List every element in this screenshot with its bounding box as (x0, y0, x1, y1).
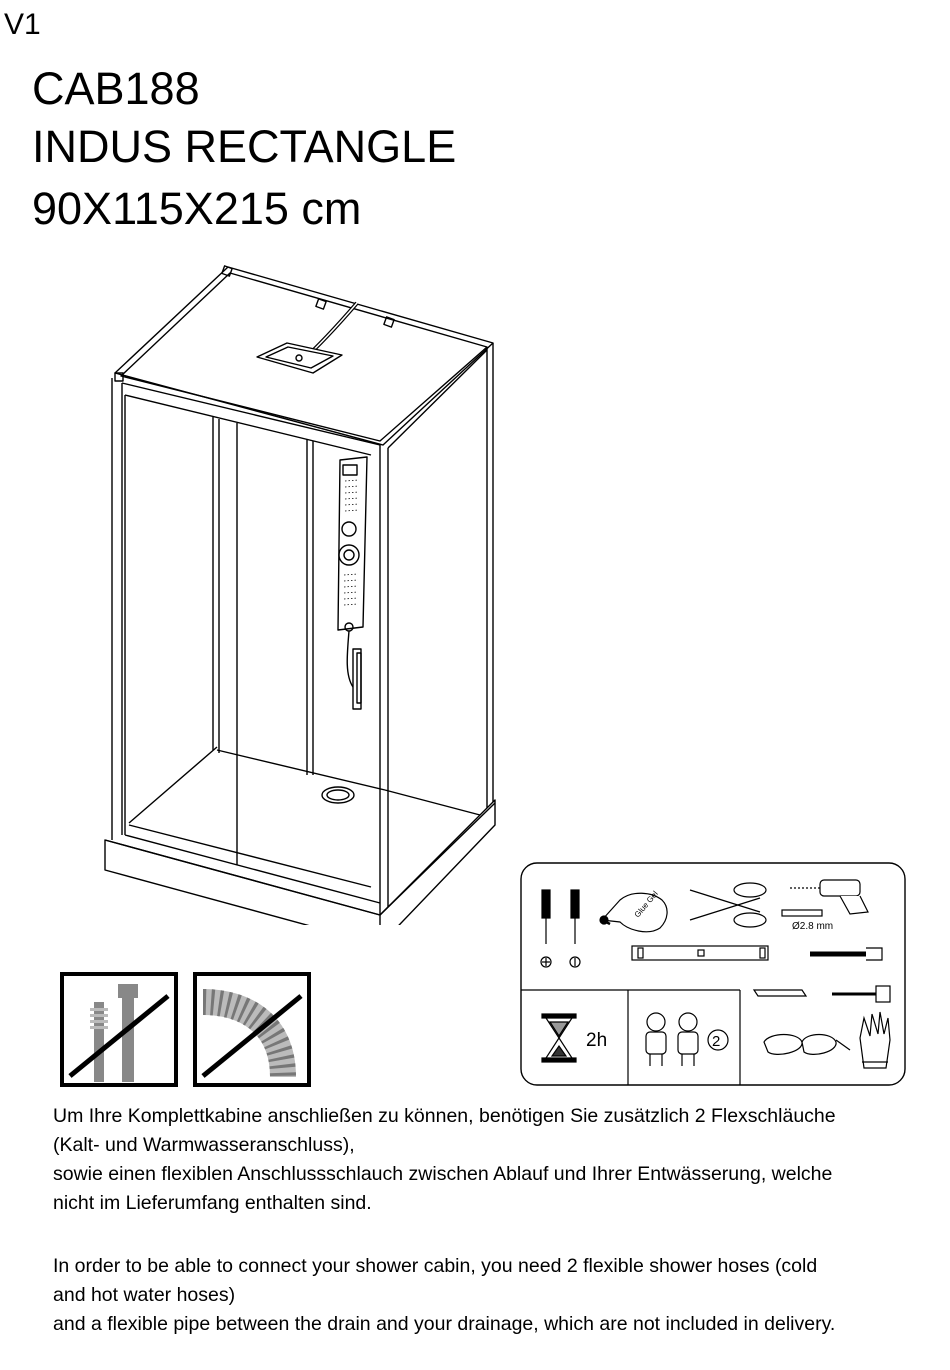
german-line-4: nicht im Lieferumfang enthalten sind. (53, 1192, 372, 1214)
safety-glasses-icon (763, 1033, 851, 1055)
drill-icon (790, 879, 869, 915)
shower-cabin-illustration (104, 265, 496, 925)
spirit-level-icon (631, 945, 769, 961)
german-line-3: sowie einen flexiblen Anschlussschlauch … (53, 1163, 833, 1185)
gloves-icon (859, 1011, 891, 1069)
tools-panel: Glue Gel Ø2.8 mm (520, 862, 906, 1086)
version-label: V1 (4, 8, 41, 41)
no-corrugated-pipe-icon (193, 972, 311, 1087)
english-line-2: and hot water hoses) (53, 1284, 236, 1306)
english-line-1: In order to be able to connect your show… (53, 1255, 818, 1277)
two-persons-icon: 2 (645, 1012, 729, 1066)
scissors-icon (689, 882, 767, 928)
german-line-1: Um Ihre Komplettkabine anschließen zu kö… (53, 1105, 836, 1127)
drill-bit-label: Ø2.8 mm (792, 921, 833, 932)
wedge-icon (752, 989, 808, 997)
no-rigid-hose-icon (60, 972, 178, 1087)
english-instructions: In order to be able to connect your show… (53, 1252, 933, 1339)
english-line-3: and a flexible pipe between the drain an… (53, 1313, 836, 1335)
persons-count: 2 (712, 1033, 720, 1050)
product-dimensions: 90X115X215 cm (32, 183, 362, 234)
screwdriver-phillips-icon (540, 889, 552, 968)
product-code: CAB188 (32, 63, 200, 114)
hammer-icon (832, 985, 891, 1003)
drill-bit-icon: Ø2.8 mm (781, 909, 833, 932)
screwdriver-flat-icon (569, 889, 581, 968)
glue-gel-icon: Glue Gel (599, 889, 668, 933)
time-label: 2h (586, 1030, 607, 1051)
product-name: INDUS RECTANGLE (32, 121, 457, 172)
german-line-2: (Kalt- und Warmwasseranschluss), (53, 1134, 355, 1156)
german-instructions: Um Ihre Komplettkabine anschließen zu kö… (53, 1102, 933, 1218)
wrench-icon (810, 947, 883, 961)
hourglass-icon (541, 1013, 577, 1063)
